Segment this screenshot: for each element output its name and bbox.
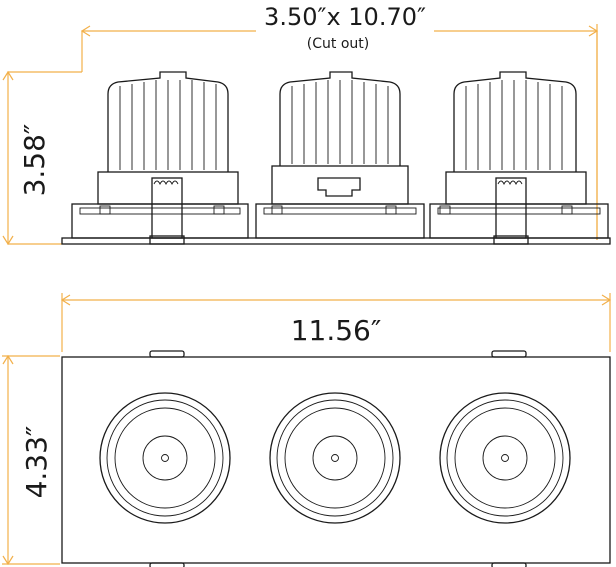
side-view bbox=[61, 71, 611, 245]
bottom-clip bbox=[491, 562, 527, 567]
cutout-dimension-label: 3.50″x 10.70″ bbox=[264, 3, 426, 31]
top-fixture-2 bbox=[269, 392, 401, 524]
length-dimension-label: 11.56″ bbox=[291, 314, 382, 347]
length-dimension bbox=[60, 293, 612, 352]
top-view bbox=[61, 350, 611, 567]
cutout-dimension bbox=[80, 24, 599, 240]
top-fixture-3 bbox=[439, 392, 571, 524]
bottom-clip bbox=[149, 562, 185, 567]
side-fixture-3 bbox=[429, 71, 609, 245]
side-fixture-2 bbox=[255, 71, 425, 239]
cutout-note-label: (Cut out) bbox=[307, 36, 369, 52]
top-clip bbox=[149, 350, 185, 358]
height-dimension bbox=[2, 70, 82, 246]
top-trim-frame bbox=[61, 356, 611, 564]
height-dimension-label: 3.58″ bbox=[18, 124, 51, 197]
width-dimension-label: 4.33″ bbox=[20, 426, 53, 499]
top-fixture-1 bbox=[99, 392, 231, 524]
width-dimension bbox=[2, 354, 60, 566]
side-fixture-1 bbox=[71, 71, 249, 245]
top-clip bbox=[491, 350, 527, 358]
